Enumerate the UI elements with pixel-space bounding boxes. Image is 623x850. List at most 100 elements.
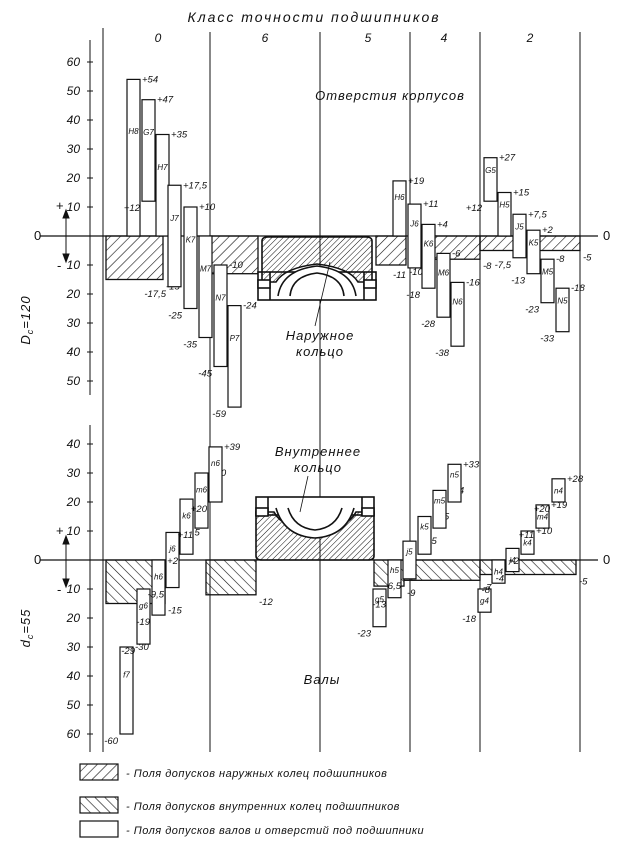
outer-ring-label-line2: кольцо (296, 344, 344, 359)
field-lower-deviation: -18 (462, 614, 476, 625)
field-upper-deviation: +54 (142, 74, 158, 85)
field-lower-deviation: -19 (136, 617, 150, 628)
housing-field-g5 (483, 157, 498, 202)
axis-tick-label: 50 (67, 374, 81, 388)
axis-tick-label: 10 (67, 200, 81, 214)
field-lower-deviation: -18 (406, 290, 420, 301)
field-lower-deviation: -17,5 (144, 289, 166, 300)
bottom-zero-left: 0 (34, 552, 41, 567)
outer-ring-leader (314, 261, 331, 327)
axis-tick-label: 50 (67, 84, 81, 98)
field-lower-deviation: -6,5 (385, 581, 402, 592)
field-upper-deviation: +35 (171, 130, 188, 141)
shaft-field-n5 (447, 463, 462, 503)
inner-ring-drawing (255, 496, 375, 561)
field-lower-deviation: -59 (212, 409, 226, 420)
housing-field-n5 (555, 287, 570, 333)
field-lower-deviation: +11 (519, 530, 534, 541)
field-upper-deviation: -18 (571, 283, 585, 294)
field-name-label: k6 (182, 511, 191, 520)
bearing-field-value: -10 (409, 267, 423, 278)
field-name-label: J7 (169, 214, 179, 223)
field-lower-deviation: -11 (393, 270, 406, 281)
field-lower-deviation: +20 (191, 504, 208, 515)
field-name-label: N6 (452, 298, 463, 307)
field-name-label: J5 (514, 222, 524, 231)
field-lower-deviation: -13 (511, 276, 525, 287)
field-name-label: n5 (450, 470, 459, 479)
class-separators (102, 28, 581, 752)
axis-tick-label: 30 (67, 316, 81, 330)
shaft-field-h6 (151, 559, 166, 616)
inner-ring-label-line1: Внутреннее (275, 444, 361, 459)
field-name-label: k4 (523, 539, 532, 548)
axis-tick-label: 20 (66, 171, 81, 185)
field-lower-deviation: -38 (435, 348, 449, 359)
field-upper-deviation: -30 (135, 642, 149, 653)
housing-label: Отверстия корпусов (315, 88, 465, 103)
bearing-field-value: -12 (259, 597, 273, 608)
housing-field-p7 (227, 305, 242, 408)
shaft-field-f7 (119, 646, 134, 735)
shaft-field-m4 (535, 504, 550, 529)
field-upper-deviation: +28 (567, 474, 584, 485)
field-name-label: n4 (554, 486, 563, 495)
field-name-label: K5 (529, 238, 539, 247)
top-zero-right: 0 (603, 228, 610, 243)
field-lower-deviation: -25 (168, 311, 182, 322)
legend: - Поля допусков наружных колец подшипник… (79, 763, 424, 838)
field-name-label: M7 (200, 265, 212, 274)
field-lower-deviation: -60 (104, 736, 118, 747)
field-upper-deviation: +47 (157, 95, 174, 106)
shaft-fields: f7-30-60g6-10-29h6-19j6+9,5-9,5k6+21+2m6… (104, 442, 584, 747)
field-upper-deviation: -10 (229, 260, 243, 271)
axis-tick-label: 60 (67, 727, 81, 741)
bottom-plus-sign: + (56, 523, 64, 538)
housing-field-k7 (183, 206, 198, 310)
bearing-field-value: -7 (483, 582, 492, 593)
field-lower-deviation: -33 (540, 334, 554, 345)
axis-tick-label: 10 (67, 582, 81, 596)
housing-field-n7 (213, 264, 228, 368)
axis-tick-label: 40 (67, 669, 81, 683)
housing-field-m7 (198, 235, 213, 339)
axis-tick-label: 20 (66, 287, 81, 301)
class-label-6: 6 (262, 31, 269, 45)
housing-field-h7 (155, 133, 170, 237)
field-lower-deviation: -45 (198, 369, 212, 380)
field-upper-deviation: +39 (224, 442, 241, 453)
field-name-label: H6 (394, 193, 405, 202)
housing-field-h6 (392, 180, 407, 237)
field-name-label: K7 (186, 236, 196, 245)
housing-field-h8 (126, 78, 141, 237)
shaft-field-g5 (372, 588, 387, 628)
shaft-field-h5 (387, 559, 402, 599)
field-lower-deviation: -29 (121, 646, 135, 657)
bearing-field-class-6 (205, 559, 257, 596)
bottom-sign-arrows (62, 534, 70, 589)
shaft-field-m5 (432, 489, 447, 529)
bottom-minus-sign: - (57, 582, 61, 597)
housing-field-j6 (407, 203, 422, 269)
axis-tick-label: 30 (67, 466, 81, 480)
field-name-label: g6 (139, 601, 148, 610)
top-zero-left: 0 (34, 228, 41, 243)
diagram-title: Класс точности подшипников (187, 9, 440, 25)
field-name-label: h6 (154, 572, 163, 581)
field-name-label: f7 (123, 670, 130, 679)
field-name-label: G5 (485, 166, 496, 175)
field-upper-deviation: +10 (536, 526, 553, 537)
field-lower-deviation: -4 (496, 574, 504, 585)
housing-field-m6 (436, 252, 451, 318)
field-upper-deviation: -16 (466, 277, 480, 288)
field-lower-deviation: +11 (178, 530, 193, 541)
field-lower-deviation: -7,5 (495, 260, 512, 271)
shaft-field-n6 (208, 446, 223, 503)
shaft-field-g4 (477, 588, 492, 613)
housing-field-j5 (512, 213, 527, 259)
field-lower-deviation: -28 (421, 319, 435, 330)
field-lower-deviation: +2 (167, 556, 179, 567)
